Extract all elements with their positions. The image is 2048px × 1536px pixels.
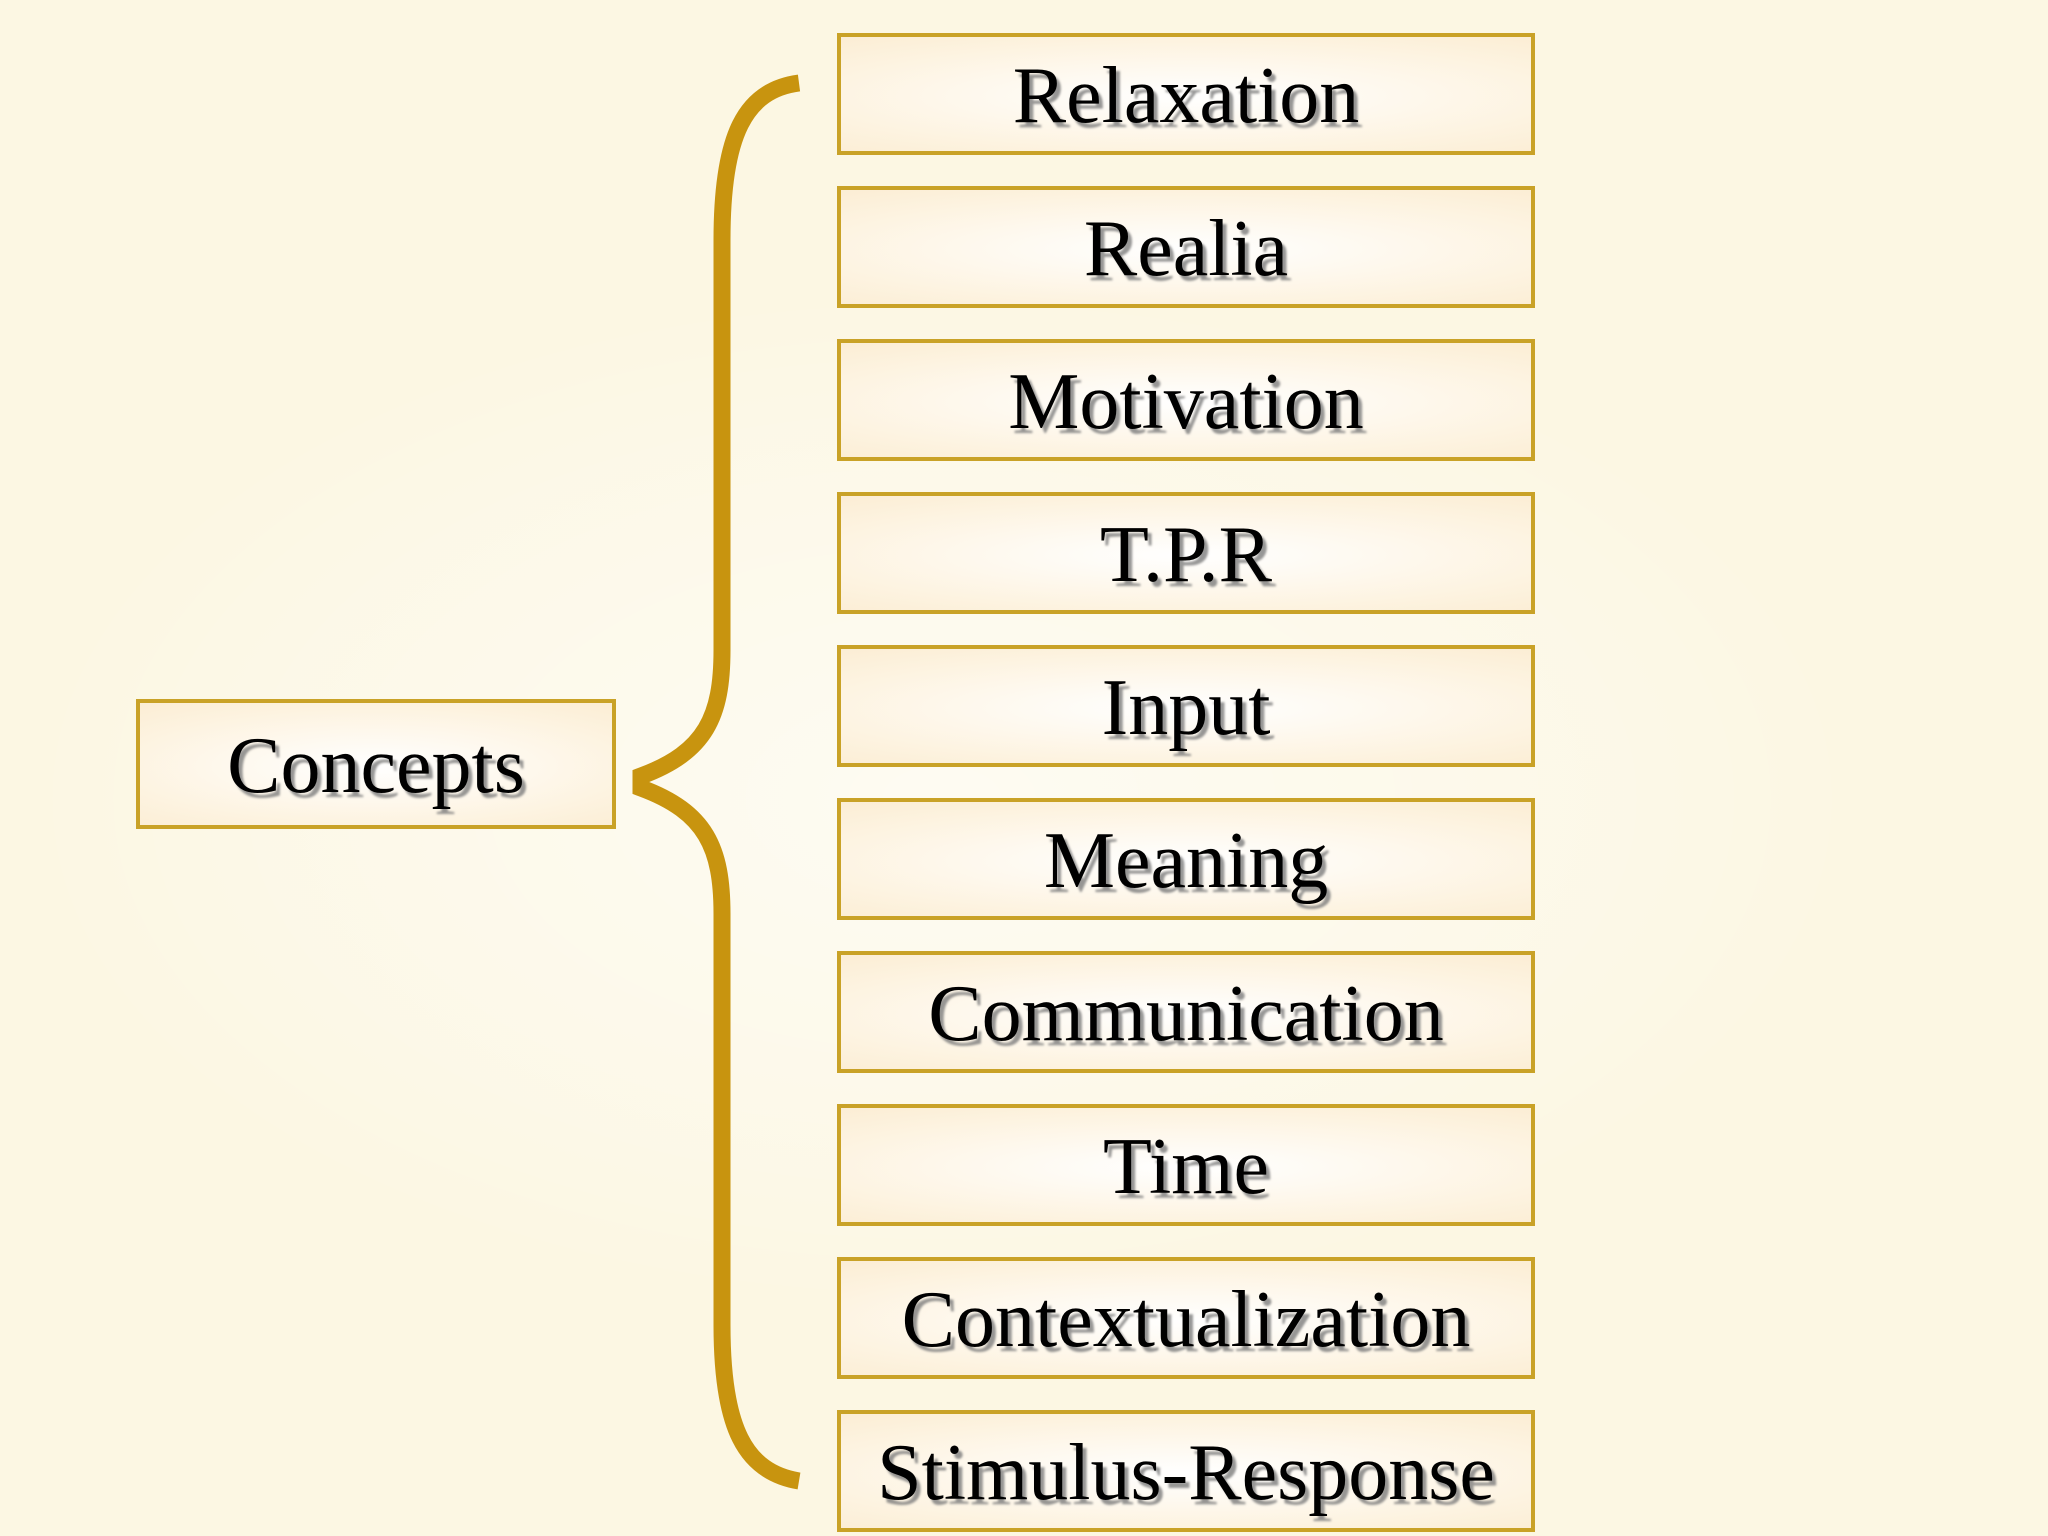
curly-brace-icon [632, 74, 801, 1490]
concept-label: Contextualization [901, 1276, 1471, 1364]
concept-box-relaxation: Relaxation [837, 33, 1535, 155]
concept-box-time: Time [837, 1104, 1535, 1226]
concept-label: Input [1101, 664, 1271, 752]
concept-label: Meaning [1043, 817, 1329, 905]
concept-box-stimulus-response: Stimulus-Response [837, 1410, 1535, 1532]
concept-label: Time [1102, 1123, 1269, 1211]
root-concept-box: Concepts [136, 699, 616, 829]
concept-label: Realia [1083, 205, 1289, 293]
concept-label: T.P.R [1100, 511, 1272, 599]
concept-label: Motivation [1008, 358, 1364, 446]
concept-label: Stimulus-Response [877, 1429, 1495, 1517]
root-concept-label: Concepts [227, 722, 525, 810]
concept-label: Relaxation [1012, 52, 1360, 140]
concept-box-communication: Communication [837, 951, 1535, 1073]
concept-box-input: Input [837, 645, 1535, 767]
concept-box-tpr: T.P.R [837, 492, 1535, 614]
concept-box-meaning: Meaning [837, 798, 1535, 920]
concept-box-contextualization: Contextualization [837, 1257, 1535, 1379]
concept-box-realia: Realia [837, 186, 1535, 308]
concept-box-motivation: Motivation [837, 339, 1535, 461]
concept-label: Communication [928, 970, 1444, 1058]
